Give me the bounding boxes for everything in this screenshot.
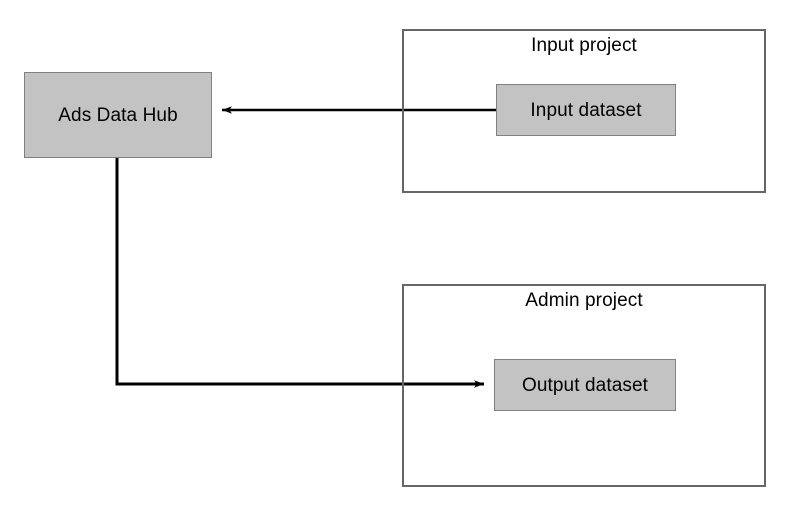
container-admin-project — [402, 284, 766, 487]
node-input-dataset[interactable]: Input dataset — [496, 84, 676, 136]
container-input-project-title: Input project — [531, 35, 637, 56]
container-input-project — [402, 29, 766, 193]
container-admin-project-title: Admin project — [525, 290, 643, 311]
node-ads-data-hub[interactable]: Ads Data Hub — [24, 72, 212, 158]
node-output-dataset[interactable]: Output dataset — [494, 359, 676, 411]
